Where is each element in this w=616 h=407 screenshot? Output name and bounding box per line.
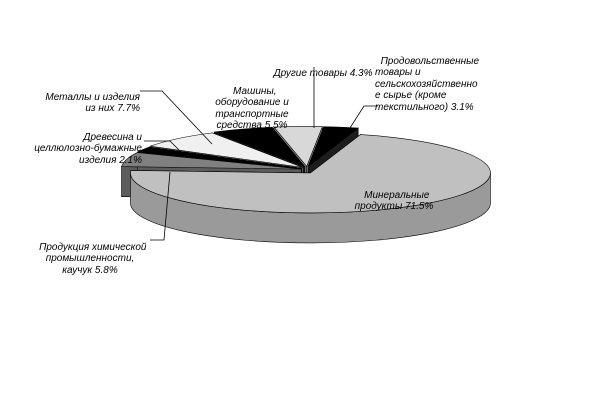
slice-top <box>136 146 302 169</box>
label-food: Продовольственные товары и сельскохозяйс… <box>375 44 479 113</box>
label-metals-name: Металлы и изделия из них <box>45 91 140 115</box>
label-machines-value: 5.5% <box>264 120 288 131</box>
label-food-name: Продовольственные товары и сельскохозяйс… <box>375 55 480 113</box>
leader-line-chemical <box>150 171 171 241</box>
pie-slice-mineral <box>130 133 491 244</box>
slice-top <box>150 132 303 168</box>
leader-line-food <box>349 105 378 129</box>
pie-slices <box>121 126 491 244</box>
label-mineral-value: 71.5% <box>405 201 434 212</box>
slice-top <box>130 134 491 214</box>
slice-top <box>273 126 323 167</box>
label-wood-value: 2.1% <box>119 154 142 166</box>
label-food-value: 3.1% <box>450 101 474 113</box>
slice-top <box>214 126 306 168</box>
leader-line-metals <box>140 90 213 145</box>
label-machines-name: Машины, оборудование и транспортные сред… <box>215 85 289 132</box>
slice-top <box>121 152 302 170</box>
leader-lines <box>140 67 378 241</box>
leader-line-wood <box>144 140 187 158</box>
label-machines: Машины, оборудование и транспортные сред… <box>204 74 300 132</box>
label-chemical: Продукция химической промышленности, кау… <box>28 230 152 276</box>
label-other: Другие товары 4.3% <box>268 56 373 79</box>
label-metals-value: 7.7% <box>117 103 140 114</box>
label-chemical-name: Продукция химической промышленности, кау… <box>39 241 147 276</box>
label-mineral-name: Минеральные продукты <box>354 189 430 213</box>
label-wood: Древесина и целлюлозно-бумажные изделия … <box>8 120 142 166</box>
label-wood-name: Древесина и целлюлозно-бумажные изделия <box>34 131 142 166</box>
label-metals: Металлы и изделия из них 7.7% <box>20 80 140 115</box>
label-mineral: Минеральные продукты 71.5% <box>344 178 444 213</box>
label-chemical-value: 5.8% <box>94 264 118 276</box>
label-other-name: Другие товары <box>273 67 347 79</box>
slice-top <box>307 126 360 168</box>
label-other-value: 4.3% <box>349 67 373 79</box>
